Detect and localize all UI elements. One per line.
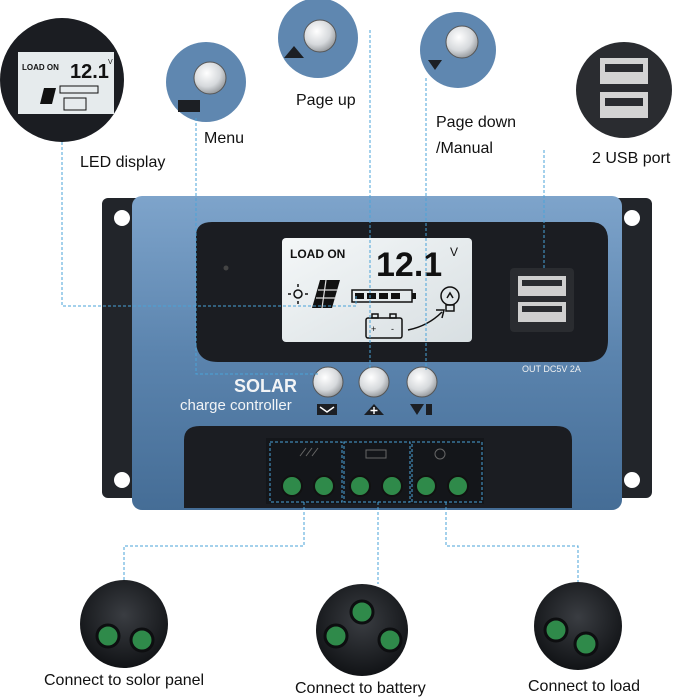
usb-port-label: 2 USB port: [592, 150, 671, 167]
battery-level-icon: [351, 289, 416, 303]
menu-button-zoom: [166, 42, 246, 122]
solar-terminal-zoom: [80, 580, 168, 668]
load-terminal-box: [411, 441, 483, 503]
solar-panel-label: Connect to solor panel: [44, 672, 205, 689]
usb-rating: OUT DC5V 2A: [522, 364, 581, 374]
page-up-zoom: [278, 0, 358, 78]
load-label: Connect to load: [528, 678, 641, 695]
svg-text:V: V: [108, 59, 113, 66]
terminal-screws: [281, 475, 469, 497]
lcd-unit: V: [450, 245, 458, 259]
plus-icon: [364, 404, 384, 415]
page-down-zoom: [420, 12, 496, 88]
menu-label: Menu: [204, 130, 245, 147]
page-up-button[interactable]: [358, 366, 390, 398]
lcd-status: LOAD ON: [290, 247, 345, 261]
page-down-label: Page down: [436, 114, 517, 131]
battery-terminal-zoom: [316, 584, 408, 676]
brand-subtitle: charge controller: [180, 397, 292, 414]
battery-terminal-box: [343, 441, 411, 503]
menu-icon: [317, 404, 337, 415]
terminal-strip: [266, 438, 484, 504]
callout-lines: [61, 30, 579, 584]
lcd-value: 12.1: [376, 246, 442, 284]
page-up-label: Page up: [296, 92, 356, 109]
menu-button[interactable]: [312, 366, 344, 398]
svg-text:-: -: [391, 324, 394, 334]
manual-label: /Manual: [436, 140, 493, 157]
usb-port-zoom: [576, 42, 672, 138]
led-display-zoom: LOAD ON 12.1 V: [0, 18, 124, 142]
svg-text:12.1: 12.1: [70, 61, 109, 83]
svg-text:+: +: [371, 324, 376, 334]
load-terminal-zoom: [534, 582, 622, 670]
battery-icon: + -: [365, 313, 403, 339]
led-display-label: LED display: [80, 154, 166, 171]
page-down-button[interactable]: [406, 366, 438, 398]
battery-label: Connect to battery: [295, 680, 426, 697]
down-icon: [410, 404, 432, 415]
brand-title: SOLAR: [234, 376, 297, 396]
svg-text:LOAD ON: LOAD ON: [22, 63, 59, 72]
sun-icon: [288, 284, 308, 304]
usb-port[interactable]: [510, 268, 574, 332]
solar-terminal-box: [269, 441, 343, 503]
solar-panel-icon: [312, 279, 340, 309]
bulb-icon: [440, 286, 460, 312]
